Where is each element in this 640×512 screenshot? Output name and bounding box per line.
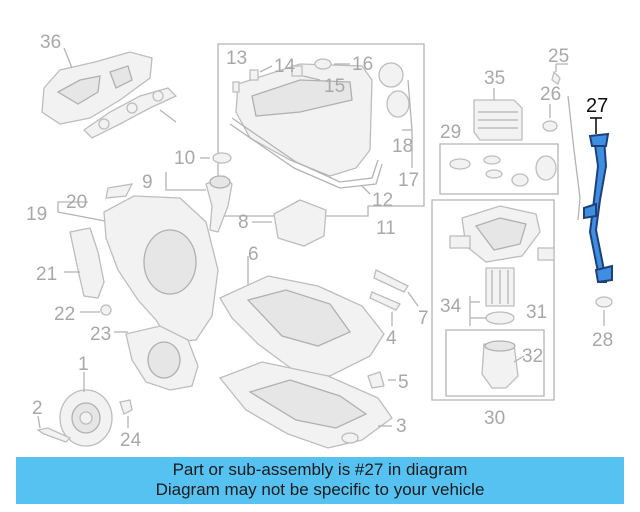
callout-18: 18	[392, 136, 413, 157]
callout-5: 5	[398, 372, 409, 393]
oil-level-sensor	[165, 152, 233, 233]
callout-17: 17	[398, 170, 419, 191]
callout-13: 13	[226, 48, 247, 69]
callout-23: 23	[90, 324, 111, 345]
callout-29: 30	[484, 408, 505, 429]
intake-manifold	[41, 47, 153, 125]
callout-19: 19	[26, 204, 47, 225]
callout-14: 14	[274, 56, 296, 77]
banner-line-1: Part or sub-assembly is #27 in diagram	[172, 460, 468, 479]
callout-26: 26	[540, 84, 561, 105]
callout-16: 16	[352, 54, 373, 75]
callout-22: 22	[54, 304, 75, 325]
callout-labels: 36 13 14 15 16 18 17 12 11 10 9 8 20 19 …	[26, 32, 613, 451]
callout-4: 4	[386, 328, 397, 349]
bracket-parts	[369, 269, 419, 326]
callout-24: 24	[120, 430, 142, 451]
callout-8: 8	[238, 212, 249, 233]
callout-27-highlighted: 27	[586, 95, 608, 117]
callout-34: 35	[484, 68, 505, 89]
callout-12: 12	[372, 190, 393, 211]
dipstick-tube-highlighted	[583, 117, 613, 326]
callout-10: 10	[174, 148, 195, 169]
callout-3: 3	[396, 416, 407, 437]
oil-pan-group	[218, 256, 396, 449]
oil-filter-group	[431, 199, 555, 401]
oil-separator-bracket	[252, 199, 327, 247]
callout-28: 28	[592, 330, 613, 351]
valve-cover-group	[217, 43, 425, 217]
callout-35: 36	[40, 32, 61, 53]
callout-1: 1	[78, 354, 89, 375]
callout-31: 31	[526, 302, 547, 323]
callout-9: 9	[142, 172, 153, 193]
callout-15: 15	[324, 76, 345, 97]
crank-pulley-group	[36, 372, 133, 447]
callout-32: 32	[522, 346, 543, 367]
info-banner: Part or sub-assembly is #27 in diagram D…	[16, 457, 624, 504]
callout-11: 11	[376, 218, 396, 239]
oil-cooler-group	[439, 88, 559, 195]
callout-21: 21	[36, 264, 57, 285]
intake-gasket	[82, 87, 178, 139]
callout-33: 34	[440, 296, 462, 317]
callout-25: 25	[548, 46, 569, 67]
dipstick-seals	[542, 63, 581, 221]
timing-cover-group	[57, 183, 219, 391]
banner-line-2: Diagram may not be specific to your vehi…	[155, 480, 485, 499]
callout-30: 29	[440, 122, 461, 143]
callout-20: 20	[66, 192, 87, 213]
callout-7: 7	[418, 308, 429, 329]
callout-2: 2	[32, 398, 43, 419]
callout-6: 6	[248, 244, 259, 265]
